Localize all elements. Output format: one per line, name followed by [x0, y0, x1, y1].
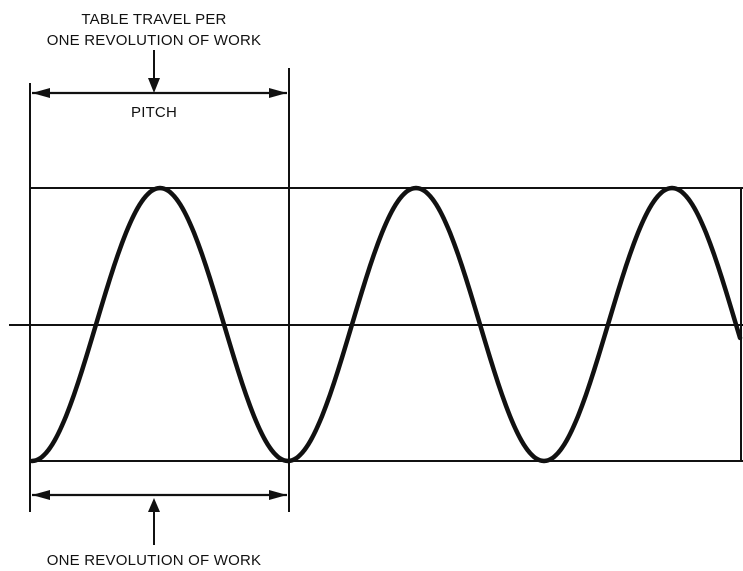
- helix-wave-curve: [29, 185, 743, 464]
- one-revolution-label: ONE REVOLUTION OF WORK: [47, 552, 261, 569]
- pitch-left-arrowhead: [32, 88, 50, 98]
- pitch-right-arrowhead: [269, 88, 287, 98]
- table-travel-label-line1: TABLE TRAVEL PER: [81, 11, 226, 28]
- top-pointer-arrowhead: [148, 78, 160, 93]
- bottom-pointer-arrowhead: [148, 498, 160, 512]
- pitch-label: PITCH: [131, 104, 177, 121]
- revolution-left-arrowhead: [32, 490, 50, 500]
- revolution-right-arrowhead: [269, 490, 287, 500]
- table-travel-label-line2: ONE REVOLUTION OF WORK: [47, 32, 261, 49]
